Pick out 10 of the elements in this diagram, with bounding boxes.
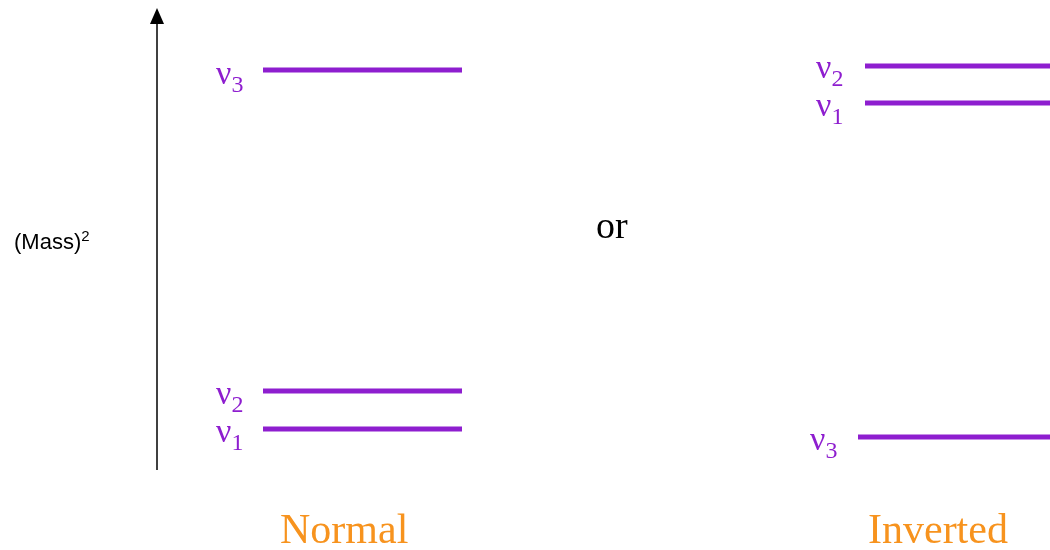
hierarchy-title: Normal xyxy=(280,508,409,550)
conjunction-text: or xyxy=(596,206,628,244)
neutrino-label: ν$_{2}$ xyxy=(216,376,244,417)
neutrino-label: ν$_{2}$ xyxy=(816,50,844,91)
neutrino-label: ν$_{3}$ xyxy=(810,422,838,463)
neutrino-label: ν$_{3}$ xyxy=(216,56,244,97)
axis-label: (Mass)$^{2}$ xyxy=(14,228,90,254)
neutrino-label: ν$_{1}$ xyxy=(216,414,244,455)
hierarchy-title: Inverted xyxy=(868,508,1008,550)
neutrino-label: ν$_{1}$ xyxy=(816,88,844,129)
